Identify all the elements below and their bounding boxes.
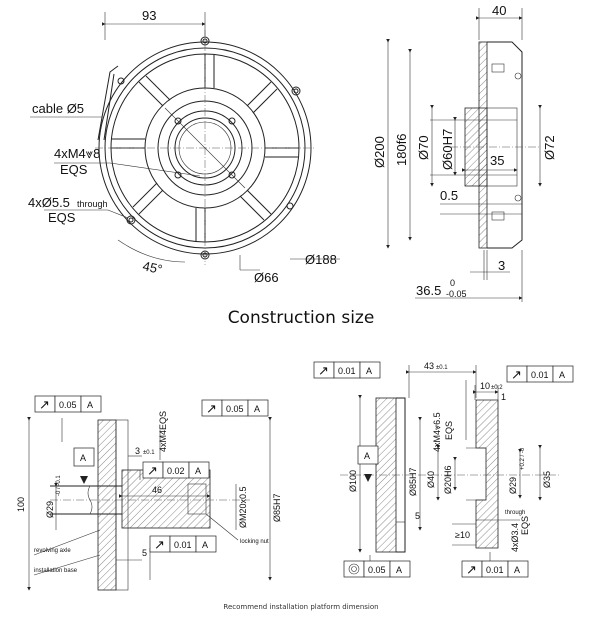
right-install-text: ↗ 0.01 A 43 ±0.1 ↗ 0.01 A 10 ±0.2 1 4xM4… xyxy=(318,361,565,577)
dim-35: 35 xyxy=(490,153,504,168)
right-ref4: A xyxy=(514,565,520,575)
left-d85: Ø85H7 xyxy=(272,493,282,522)
right-d20: Ø20H6 xyxy=(443,465,453,494)
left-d3: 3 xyxy=(135,446,140,456)
right-d40: Ø40 xyxy=(426,471,436,488)
right-ref2: A xyxy=(559,370,565,380)
dim-m4-eqs: EQS xyxy=(60,162,88,177)
left-runout1-sym: ↗ xyxy=(39,397,50,412)
right-d34eqs: EQS xyxy=(520,516,530,535)
left-install-view xyxy=(27,395,272,591)
left-d29tol: -0 / -0.1 xyxy=(56,475,62,496)
left-installation-base: installation base xyxy=(34,568,78,574)
right-runout3: 0.01 xyxy=(486,565,504,575)
front-view xyxy=(30,12,340,271)
dim-66: Ø66 xyxy=(254,270,279,285)
construction-size-caption: Construction size xyxy=(227,308,375,328)
dim-365-tol-low: -0.05 xyxy=(446,289,467,299)
left-runout3-sym: ↗ xyxy=(147,463,158,478)
right-d35: Ø35 xyxy=(542,471,552,488)
side-dims: 40 Ø200 180f6 Ø70 Ø60H7 35 Ø72 0.5 3 36.… xyxy=(372,3,557,299)
right-runout2: 0.01 xyxy=(531,370,549,380)
dim-180: 180f6 xyxy=(394,133,409,166)
right-d10tol: ±0.2 xyxy=(491,385,503,391)
dim-hole: 4xØ5.5 xyxy=(28,195,70,210)
dim-m4: 4xM4⩔8 xyxy=(54,146,100,161)
right-ref3: A xyxy=(396,565,402,575)
right-d34: 4xØ3.4 xyxy=(510,523,520,552)
left-ref2: A xyxy=(254,404,260,414)
right-datum: A xyxy=(364,451,370,461)
left-ref1: A xyxy=(87,400,93,410)
dim-200: Ø200 xyxy=(372,136,387,168)
left-runout4-sym: ↗ xyxy=(154,537,165,552)
dim-93: 93 xyxy=(142,8,156,23)
right-ref1: A xyxy=(366,366,372,376)
left-d3tol: ±0.1 xyxy=(143,450,155,456)
right-runout1-sym: ↗ xyxy=(318,363,329,378)
right-d85: Ø85H7 xyxy=(408,467,418,496)
right-d29: Ø29 xyxy=(508,477,518,494)
recommend-caption: Recommend installation platform dimensio… xyxy=(223,603,379,611)
left-runout2: 0.05 xyxy=(226,404,244,414)
right-d5: 5 xyxy=(415,511,420,521)
left-d100: 100 xyxy=(16,497,26,512)
dim-188: Ø188 xyxy=(305,252,337,267)
right-m4eqs: EQS xyxy=(444,421,454,440)
left-m20: ØM20x0.5 xyxy=(238,486,248,528)
right-through: through xyxy=(505,510,525,516)
right-runout3-sym: ↗ xyxy=(466,562,477,577)
right-d1: 1 xyxy=(501,392,506,402)
left-d5: 5 xyxy=(142,548,147,558)
left-runout3: 0.02 xyxy=(167,466,185,476)
left-locking-nut: locking nut xyxy=(240,539,269,545)
dim-cable: cable Ø5 xyxy=(32,101,84,116)
right-runout1: 0.01 xyxy=(338,366,356,376)
left-runout1: 0.05 xyxy=(59,400,77,410)
dim-60: Ø60H7 xyxy=(440,129,455,170)
dim-angle: 45° xyxy=(141,258,163,277)
dim-70: Ø70 xyxy=(416,135,431,160)
left-ref4: A xyxy=(202,540,208,550)
left-ref3: A xyxy=(195,466,201,476)
right-d10: 10 xyxy=(480,381,490,391)
left-m4eqs: 4xM4EQS xyxy=(158,411,168,452)
left-datum: A xyxy=(80,453,86,463)
right-m4: 4xM4⩔6.5 xyxy=(432,412,442,452)
side-view xyxy=(386,8,542,302)
right-conc: 0.05 xyxy=(368,565,386,575)
dim-40: 40 xyxy=(492,3,506,18)
dim-05: 0.5 xyxy=(440,188,458,203)
right-install-view xyxy=(313,361,574,578)
right-d100: Ø100 xyxy=(348,470,358,492)
dim-hole-through: through xyxy=(77,199,108,209)
left-install-text: ↗ 0.05 A 4xM4EQS ↗ 0.05 A 3 ±0.1 ↗ 0.02 … xyxy=(16,397,282,574)
right-d43tol: ±0.1 xyxy=(436,365,448,371)
left-runout4: 0.01 xyxy=(174,540,192,550)
front-dims: 93 cable Ø5 4xM4⩔8 EQS 4xØ5.5 through EQ… xyxy=(28,8,337,285)
left-d46: 46 xyxy=(152,485,162,495)
dim-3: 3 xyxy=(498,258,505,273)
right-d29tol: +0.2 / -0 xyxy=(520,447,526,470)
dim-72: Ø72 xyxy=(542,135,557,160)
right-d43: 43 xyxy=(424,361,434,371)
dim-365-tol-up: 0 xyxy=(450,278,455,288)
left-revolving-axle: revolving axle xyxy=(34,548,71,554)
right-d10b: ≥10 xyxy=(455,530,470,540)
left-d29: Ø29 xyxy=(45,501,55,518)
right-runout2-sym: ↗ xyxy=(511,367,522,382)
left-runout2-sym: ↗ xyxy=(206,401,217,416)
dim-hole-eqs: EQS xyxy=(48,210,76,225)
dim-365: 36.5 xyxy=(416,283,441,298)
